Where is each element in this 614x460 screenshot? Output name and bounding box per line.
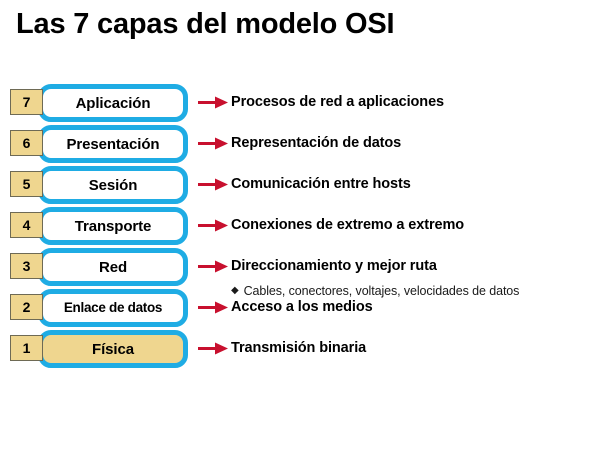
osi-layer-row: Sesión 5 Comunicación entre hosts xyxy=(0,166,614,207)
layer-name: Sesión xyxy=(88,176,138,194)
layer-box-7[interactable]: Aplicación xyxy=(38,84,188,122)
layer-number-badge-1: 1 xyxy=(10,335,43,361)
layer-box-1[interactable]: Física xyxy=(38,330,188,368)
layer-box-2[interactable]: Enlace de datos xyxy=(38,289,188,327)
osi-layer-row: Transporte 4 Conexiones de extremo a extre… xyxy=(0,207,614,248)
layer-name: Presentación xyxy=(66,135,160,153)
layer-number-badge-5: 5 xyxy=(10,171,43,197)
layer-box-6[interactable]: Presentación xyxy=(38,125,188,163)
layer-description: Comunicación entre hosts xyxy=(231,176,411,192)
layer-name: Aplicación xyxy=(75,94,151,112)
layer-number-badge-2: 2 xyxy=(10,294,43,320)
osi-layer-row: Presentación 6 Representación de datos xyxy=(0,125,614,166)
layer-number-text: 1 xyxy=(22,340,31,356)
layer-description: Conexiones de extremo a extremo xyxy=(231,217,465,233)
layer-box-5[interactable]: Sesión xyxy=(38,166,188,204)
layer-number-badge-3: 3 xyxy=(10,253,43,279)
osi-layer-row: Red 3 Direccionamiento y mejor ruta xyxy=(0,248,614,289)
layer-number-text: 5 xyxy=(22,176,31,192)
physical-details-text: Cables, conectores, voltajes, velocidade… xyxy=(243,284,520,298)
layer-number-badge-4: 4 xyxy=(10,212,43,238)
layer-number-text: 7 xyxy=(22,94,31,110)
osi-layer-row: Física 1 Transmisión binaria xyxy=(0,330,614,371)
osi-layer-row: Enlace de datos 2 Acceso a los medios xyxy=(0,289,614,330)
layer-number-text: 3 xyxy=(22,258,31,274)
page-title: Las 7 capas del modelo OSI xyxy=(16,8,395,40)
layer-name: Enlace de datos xyxy=(63,300,163,316)
layer-description: Direccionamiento y mejor ruta xyxy=(231,258,437,274)
right-arrow-icon xyxy=(198,136,228,151)
right-arrow-icon xyxy=(198,300,228,315)
osi-layer-row: Aplicación 7 Procesos de red a aplicacione… xyxy=(0,84,614,125)
layer-number-text: 6 xyxy=(22,135,31,151)
layer-number-text: 4 xyxy=(22,217,31,233)
layer-number-badge-7: 7 xyxy=(10,89,43,115)
right-arrow-icon xyxy=(198,259,228,274)
bullet-icon: ◆ xyxy=(231,285,239,296)
layer-box-4[interactable]: Transporte xyxy=(38,207,188,245)
layer-description: Acceso a los medios xyxy=(231,299,373,315)
layer-description: Procesos de red a aplicaciones xyxy=(231,94,444,110)
layer-description: Transmisión binaria xyxy=(231,340,367,356)
layer-number-text: 2 xyxy=(22,299,31,315)
layer-number-badge-6: 6 xyxy=(10,130,43,156)
right-arrow-icon xyxy=(198,95,228,110)
layer-name: Transporte xyxy=(74,217,152,235)
layer-name: Red xyxy=(98,258,128,276)
right-arrow-icon xyxy=(198,341,228,356)
right-arrow-icon xyxy=(198,218,228,233)
layer-box-3[interactable]: Red xyxy=(38,248,188,286)
osi-layer-stack: Aplicación 7 Procesos de red a aplicacione… xyxy=(0,84,614,371)
physical-layer-details: ◆ Cables, conectores, voltajes, velocida… xyxy=(231,283,531,300)
layer-name: Física xyxy=(92,340,134,358)
layer-description: Representación de datos xyxy=(231,135,402,151)
right-arrow-icon xyxy=(198,177,228,192)
